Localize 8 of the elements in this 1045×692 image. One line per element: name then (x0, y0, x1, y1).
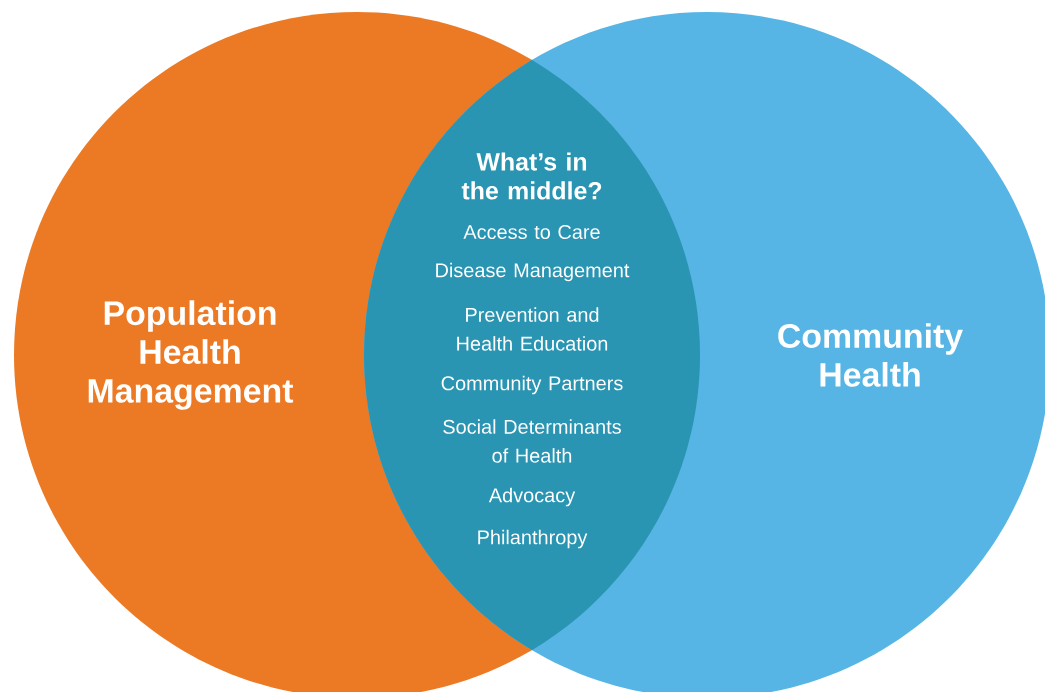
list-item: Community Partners (441, 375, 623, 395)
list-item: Philanthropy (478, 529, 588, 549)
list-item: Prevention and Health Education (457, 307, 608, 351)
list-item: Advocacy (488, 487, 576, 507)
list-item: Social Determinants of Health (443, 419, 621, 463)
list-item: Access to Care (463, 224, 600, 240)
heading: What’s in the middle? (461, 152, 602, 200)
list-item: Disease Management (436, 262, 630, 282)
